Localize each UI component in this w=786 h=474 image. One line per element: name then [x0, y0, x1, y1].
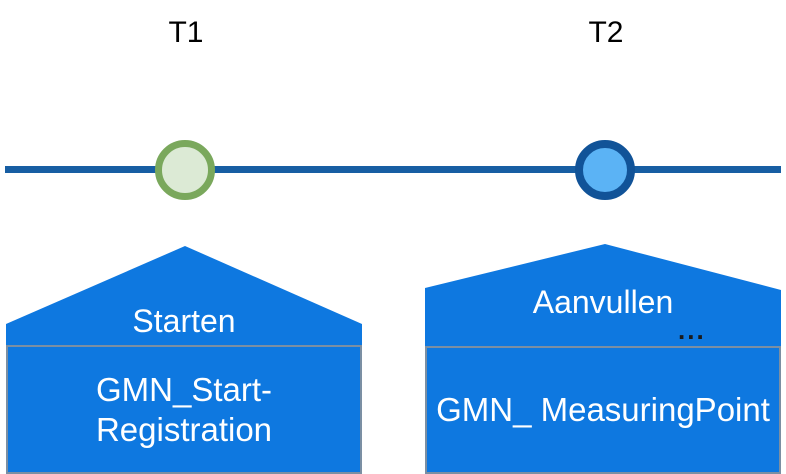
process-step-measuring-point[interactable]: Aanvullen ... GMN_ MeasuringPoint [425, 240, 781, 474]
timeline-axis [5, 166, 781, 173]
green-circle-marker [155, 140, 215, 200]
time-label-t2: T2 [588, 16, 624, 49]
step-object-label-left: GMN_Start-Registration [95, 370, 273, 448]
process-step-start-registration[interactable]: Starten GMN_Start-Registration [6, 242, 362, 474]
step-roof-shape-right [425, 240, 781, 347]
step-object-box-left: GMN_Start-Registration [6, 345, 362, 474]
step-roof-shape-left [6, 242, 362, 346]
blue-circle-marker [575, 140, 635, 200]
time-label-t1: T1 [168, 16, 204, 49]
step-object-box-right: GMN_ MeasuringPoint [425, 346, 781, 474]
step-ellipsis-right: ... [678, 315, 706, 345]
step-object-label-right: GMN_ MeasuringPoint [436, 391, 770, 428]
